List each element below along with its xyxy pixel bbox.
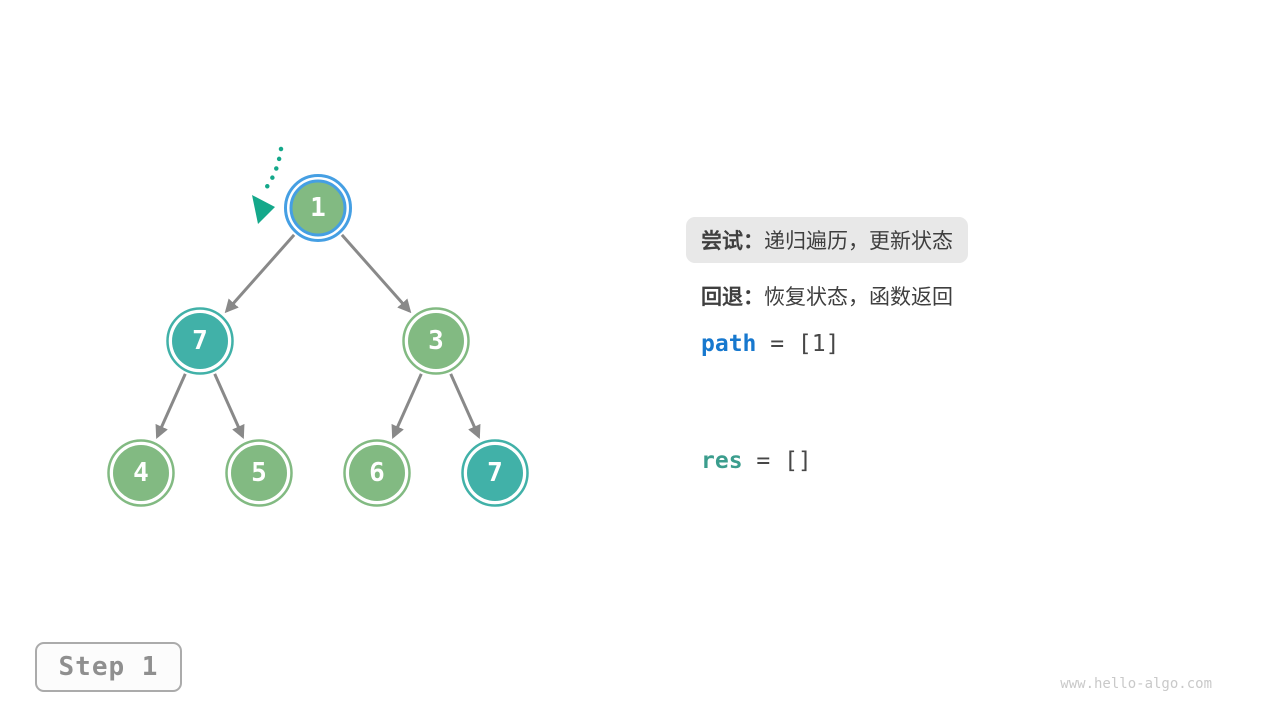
path-variable-name: path — [701, 331, 757, 357]
node-value: 6 — [369, 458, 385, 488]
node-value: 5 — [251, 458, 267, 488]
res-variable-value: = [] — [742, 448, 812, 474]
tree-node-7-left: 7 — [166, 307, 234, 375]
edge-1-7 — [224, 233, 296, 314]
tree-node-5: 5 — [225, 439, 293, 507]
try-annotation-highlight: 尝试：递归遍历，更新状态 — [686, 217, 968, 263]
edge-1-3 — [340, 233, 412, 314]
backtrack-label: 回退： — [701, 286, 764, 309]
binary-tree-canvas: 1 7 3 4 5 6 7 — [107, 146, 529, 507]
node-value: 1 — [310, 193, 326, 223]
backtrack-annotation: 回退：恢复状态，函数返回 — [701, 281, 953, 311]
edge-3-6 — [391, 373, 423, 439]
tree-node-4: 4 — [107, 439, 175, 507]
node-value: 7 — [487, 458, 503, 488]
tree-edges — [155, 233, 481, 439]
current-node-pointer-arrow — [252, 146, 284, 224]
edge-3-7 — [449, 373, 481, 439]
try-label: 尝试： — [701, 230, 764, 253]
edge-7-4 — [155, 373, 187, 439]
node-value: 7 — [192, 326, 208, 356]
edge-7-5 — [213, 373, 245, 439]
try-text: 递归遍历，更新状态 — [764, 230, 953, 253]
pointer-dotted-trail — [258, 146, 284, 197]
node-value: 4 — [133, 458, 149, 488]
step-badge-label: Step 1 — [58, 652, 159, 682]
watermark-url: www.hello-algo.com — [1060, 676, 1212, 692]
node-value: 3 — [428, 326, 444, 356]
res-variable-name: res — [701, 448, 743, 474]
step-badge: Step 1 — [35, 642, 182, 692]
tree-node-1-current: 1 — [284, 174, 352, 242]
pointer-arrowhead-icon — [252, 195, 275, 224]
tree-node-3: 3 — [402, 307, 470, 375]
res-variable-line: res = [] — [701, 448, 812, 474]
path-variable-value: = [1] — [756, 331, 840, 357]
path-variable-line: path = [1] — [701, 331, 839, 357]
tree-node-7-right: 7 — [461, 439, 529, 507]
tree-node-6: 6 — [343, 439, 411, 507]
backtrack-text: 恢复状态，函数返回 — [764, 286, 953, 309]
